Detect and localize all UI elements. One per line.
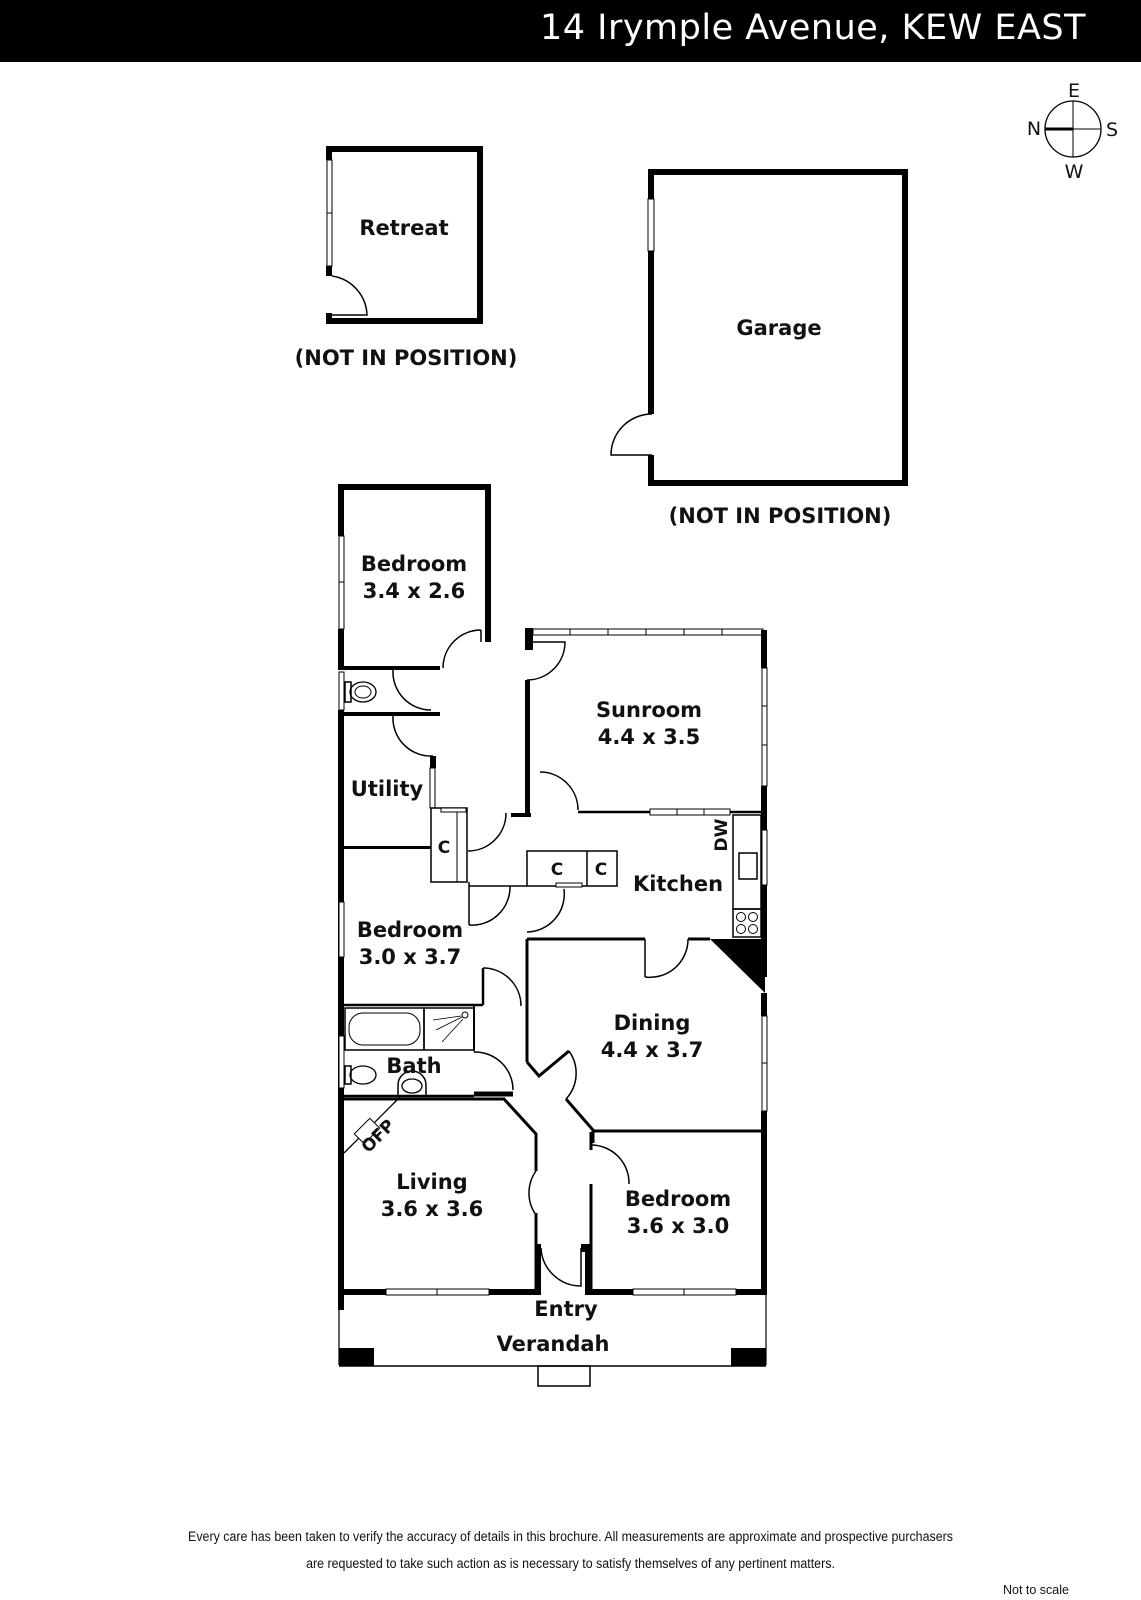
compass-icon: E N S W [1027,80,1118,183]
window [338,671,345,711]
window [429,767,436,809]
room-size-bedroom-3: 3.6 x 3.0 [627,1214,730,1238]
door-swing [539,771,579,811]
door-swing [392,669,432,711]
verandah-post [339,1348,374,1366]
room-size-sunroom: 4.4 x 3.5 [598,725,701,749]
window [647,198,655,252]
disclaimer-line-1: Every care has been taken to verify the … [188,1529,953,1544]
window [338,1035,345,1089]
header-bar: 14 Irymple Avenue, KEW EAST [0,0,1141,62]
door-swing [526,641,566,681]
room-label-garage: Garage [736,316,821,340]
room-label-bedroom-3: Bedroom [625,1187,731,1211]
basin-icon [401,1078,423,1094]
door-swing [526,888,566,933]
fireplace-icon [343,1096,401,1154]
door-swing [644,938,689,979]
garage-building [610,169,908,486]
cupboard-label: C [551,860,563,880]
compass-east-label: E [1068,80,1080,102]
compass-west-label: W [1065,161,1084,183]
retreat-position-note: (NOT IN POSITION) [295,346,518,370]
room-size-bedroom-1: 3.4 x 2.6 [363,579,466,603]
toilet-icon [349,681,377,703]
front-step [537,1365,591,1387]
room-label-retreat: Retreat [359,216,448,240]
scale-note: Not to scale [1002,1583,1069,1597]
garage-position-note: (NOT IN POSITION) [669,504,892,528]
dishwasher-label: DW [712,818,732,851]
retreat-building [326,146,483,324]
chimney-corner [710,939,765,993]
window [761,829,768,886]
compass-south-label: S [1106,119,1118,141]
door-swing [467,812,507,852]
door-swing [540,1247,582,1287]
room-size-living: 3.6 x 3.6 [381,1197,484,1221]
door-swing [565,1050,577,1100]
door-swing [392,715,434,757]
room-size-bedroom-2: 3.0 x 3.7 [359,945,462,969]
main-house-walls [338,484,768,1387]
door-swing [473,1051,514,1091]
room-label-bath: Bath [386,1054,441,1078]
cooktop-icon [732,908,762,938]
room-label-sunroom: Sunroom [596,698,702,722]
window [649,808,731,816]
room-label-bedroom-2: Bedroom [357,918,463,942]
door-swing [468,885,511,926]
cupboard-label: C [595,860,607,880]
page-title: 14 Irymple Avenue, KEW EAST [539,8,1086,48]
door-swing [482,967,522,1007]
window [532,628,764,636]
door-swing [590,1144,630,1185]
cupboard-label: C [438,838,450,858]
door-swing [442,629,482,669]
door-swing [331,275,368,316]
door-swing [528,1170,537,1216]
door-swing [610,413,653,456]
room-label-utility: Utility [351,777,424,801]
room-label-living: Living [396,1170,467,1194]
room-label-kitchen: Kitchen [633,872,723,896]
window [761,667,768,787]
window [338,901,345,958]
room-label-verandah: Verandah [497,1332,610,1356]
room-size-dining: 4.4 x 3.7 [601,1038,704,1062]
compass-north-label: N [1027,118,1041,140]
toilet-icon [349,1065,377,1085]
room-label-bedroom-1: Bedroom [361,552,467,576]
shower-icon [423,1007,475,1051]
fireplace-label: OFP [358,1116,399,1157]
verandah-post [731,1348,766,1366]
room-label-entry: Entry [534,1297,598,1321]
sink-icon [738,852,758,880]
room-label-dining: Dining [614,1011,691,1035]
disclaimer-line-2: are requested to take such action as is … [306,1556,835,1571]
